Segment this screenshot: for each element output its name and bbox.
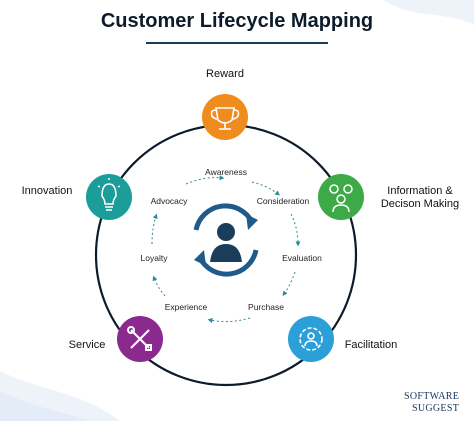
step-loyalty: Loyalty — [140, 253, 168, 263]
tools-icon — [127, 326, 152, 351]
background-wave-right — [384, 0, 474, 25]
customer-cycle-icon — [193, 203, 259, 277]
step-awareness: Awareness — [205, 167, 247, 177]
logo-line2: SUGGEST — [412, 403, 460, 414]
step-experience: Experience — [164, 302, 208, 312]
reward-node — [202, 94, 248, 140]
service-node — [117, 316, 163, 362]
innovation-node — [86, 174, 132, 220]
step-evaluation: Evaluation — [282, 253, 322, 263]
facilitation-node — [288, 316, 334, 362]
step-purchase: Purchase — [248, 302, 284, 312]
stage-label-reward: Reward — [206, 68, 244, 80]
gear-person-icon — [299, 327, 323, 351]
page-title: Customer Lifecycle Mapping — [100, 10, 374, 32]
inner-dashed-arrows — [151, 175, 301, 323]
logo-line1: SOFTWARE — [404, 391, 460, 402]
stage-label-information-line2: Decison Making — [380, 198, 460, 210]
stage-label-service: Service — [68, 339, 106, 351]
lightbulb-icon — [97, 178, 121, 211]
step-consideration: Consideration — [256, 196, 310, 206]
stage-label-information-line1: Information & — [387, 185, 453, 197]
stage-label-information: Information & Decison Making — [372, 185, 468, 211]
background-wave-left — [0, 371, 120, 421]
information-node — [318, 174, 364, 220]
step-advocacy: Advocacy — [150, 196, 188, 206]
stage-label-innovation: Innovation — [21, 185, 73, 197]
trophy-icon — [210, 107, 240, 130]
decision-icon — [329, 184, 353, 213]
title-underline — [146, 42, 328, 44]
stage-label-facilitation: Facilitation — [344, 339, 398, 351]
software-suggest-logo: SOFTWARE SUGGEST — [404, 391, 466, 417]
